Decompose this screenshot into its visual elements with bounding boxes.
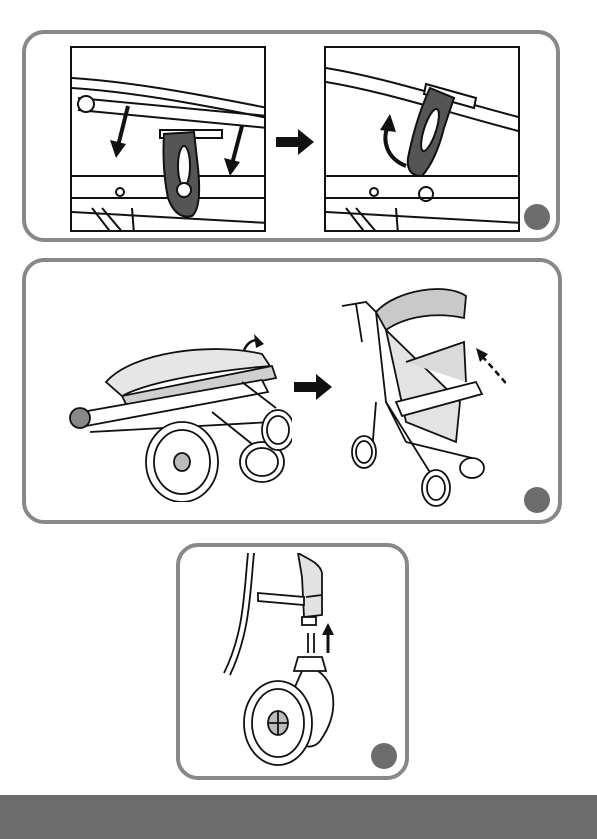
step-unfold-stroller-panel (22, 258, 562, 524)
down-arrow-icon (224, 126, 242, 176)
step-release-lever-panel (22, 30, 560, 242)
step-number-badge (524, 204, 550, 230)
right-arrow-icon (294, 374, 334, 400)
front-wheel-illustration (218, 553, 368, 773)
lever-closed-illustration (70, 46, 266, 232)
curved-arrow-icon (244, 334, 264, 350)
step-attach-front-wheel-panel (176, 543, 409, 780)
curved-up-arrow-icon (380, 114, 406, 166)
folded-stroller-illustration (62, 332, 292, 502)
unfolded-stroller-illustration (336, 282, 506, 512)
step-number-badge (524, 487, 550, 513)
lever-open-illustration (324, 46, 520, 232)
right-arrow-icon (276, 129, 316, 155)
up-arrow-icon (322, 623, 334, 653)
footer-bar (0, 795, 597, 839)
lever-closed-drawing (72, 48, 266, 232)
step-number-badge (371, 743, 397, 769)
lever-open-drawing (326, 48, 520, 232)
